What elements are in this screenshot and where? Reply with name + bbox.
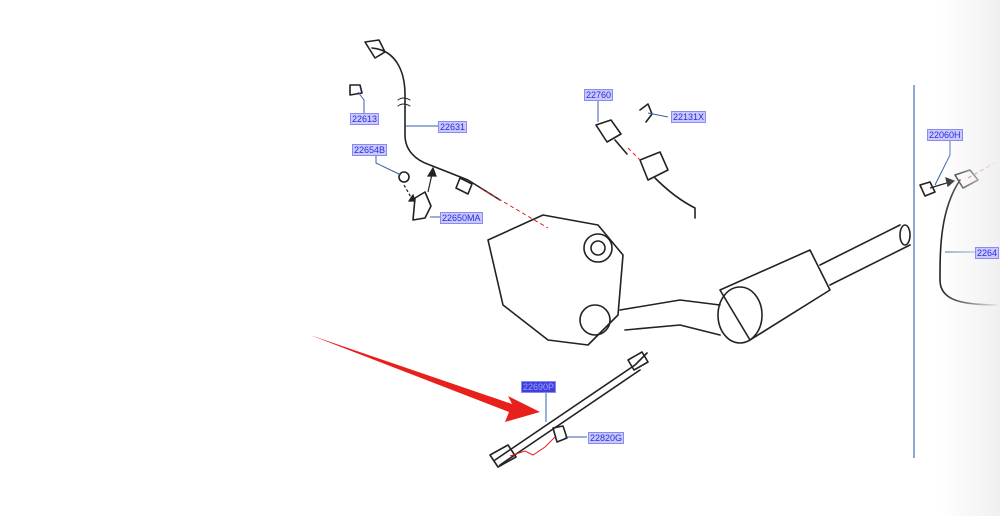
part-label-22613[interactable]: 22613 bbox=[350, 113, 380, 125]
catalytic-converter bbox=[487, 214, 911, 346]
exhaust-temp-sensor-22631 bbox=[349, 39, 501, 201]
part-label-22820G[interactable]: 22820G bbox=[588, 432, 625, 444]
part-label-22060H[interactable]: 22060H bbox=[927, 129, 963, 141]
part-label-2264[interactable]: 2264 bbox=[975, 247, 1000, 259]
red-pointer-arrow bbox=[310, 335, 540, 422]
sensor-22760 bbox=[595, 103, 696, 219]
clip-22650MA bbox=[398, 171, 432, 221]
oxygen-sensor-22690P bbox=[489, 351, 649, 468]
part-label-22650MA[interactable]: 22650MA bbox=[440, 212, 483, 224]
part-label-22690P[interactable]: 22690P bbox=[521, 381, 557, 393]
part-label-22760[interactable]: 22760 bbox=[584, 89, 614, 101]
part-label-22631[interactable]: 22631 bbox=[438, 121, 468, 133]
part-label-22131X[interactable]: 22131X bbox=[671, 111, 707, 123]
part-label-22654B[interactable]: 22654B bbox=[352, 144, 388, 156]
